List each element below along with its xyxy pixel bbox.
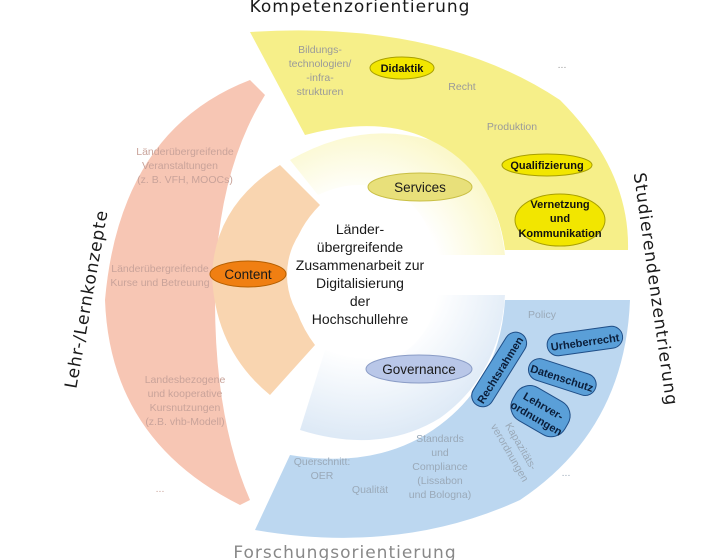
yellow-faint-bildung: Bildungs- technologien/ -infra- struktur… <box>289 44 352 98</box>
svg-text:Vernetzung: Vernetzung <box>530 199 589 211</box>
svg-text:-infra-: -infra- <box>306 72 334 84</box>
governance-pill: Governance <box>365 354 473 384</box>
policy-label: Policy <box>528 309 557 321</box>
center-text: Länder- übergreifende Zusammenarbeit zur… <box>296 221 425 327</box>
vernetzung-pill: Vernetzung und Kommunikation <box>514 193 606 247</box>
svg-text:(Lissabon: (Lissabon <box>417 475 463 487</box>
svg-text:Services: Services <box>394 180 446 195</box>
svg-text:Kommunikation: Kommunikation <box>518 228 601 240</box>
svg-text:Kursnutzungen: Kursnutzungen <box>150 402 221 414</box>
recht-label: Recht <box>448 81 476 93</box>
outer-label-bottom: Forschungsorientierung <box>233 543 456 560</box>
svg-text:strukturen: strukturen <box>297 86 344 98</box>
svg-text:Landesbezogene: Landesbezogene <box>145 374 226 386</box>
svg-text:Hochschullehre: Hochschullehre <box>312 311 409 327</box>
middle-sector-yellow <box>290 133 505 255</box>
svg-text:Content: Content <box>224 267 272 282</box>
center-circle <box>287 200 437 350</box>
svg-text:Compliance: Compliance <box>412 461 468 473</box>
svg-text:Querschnitt:: Querschnitt: <box>294 456 351 468</box>
querschnitt-label: Querschnitt: OER <box>294 456 351 482</box>
content-pill: Content <box>209 260 287 288</box>
outer-sector-pink <box>105 80 265 505</box>
services-pill: Services <box>367 172 473 202</box>
qualifizierung-pill: Qualifizierung <box>501 153 593 177</box>
svg-text:OER: OER <box>311 470 334 482</box>
svg-text:Qualifizierung: Qualifizierung <box>510 160 583 172</box>
outer-label-right: Studierendenzentrierung <box>629 171 682 407</box>
blue-dots: ... <box>562 467 571 479</box>
standards-label: Standards und Compliance (Lissabon und B… <box>409 433 471 501</box>
svg-text:Länder-: Länder- <box>336 221 385 237</box>
svg-text:und: und <box>431 447 449 459</box>
pink-landes: Landesbezogene und kooperative Kursnutzu… <box>145 374 226 428</box>
svg-text:Digitalisierung: Digitalisierung <box>316 275 404 291</box>
svg-text:Governance: Governance <box>382 362 456 377</box>
svg-text:Länderübergreifende: Länderübergreifende <box>136 146 234 158</box>
produktion-label: Produktion <box>487 121 537 133</box>
svg-text:(z. B. VFH, MOOCs): (z. B. VFH, MOOCs) <box>137 174 233 186</box>
svg-text:Länderübergreifende: Länderübergreifende <box>111 263 209 275</box>
svg-text:der: der <box>350 293 371 309</box>
svg-text:und: und <box>550 213 570 225</box>
outer-label-left: Lehr-/Lernkonzepte <box>62 208 113 390</box>
pink-veranstaltungen: Länderübergreifende Veranstaltungen (z. … <box>136 146 234 186</box>
urheberrecht-pill: Urheberrecht <box>546 325 624 357</box>
svg-text:Kurse und Betreuung: Kurse und Betreuung <box>110 277 209 289</box>
svg-text:(z.B. vhb-Modell): (z.B. vhb-Modell) <box>145 416 224 428</box>
svg-text:und Bologna): und Bologna) <box>409 489 471 501</box>
yellow-dots: ... <box>558 59 567 71</box>
svg-text:und kooperative: und kooperative <box>148 388 223 400</box>
pink-dots: ... <box>156 483 165 495</box>
svg-text:Standards: Standards <box>416 433 464 445</box>
svg-text:übergreifende: übergreifende <box>317 239 404 255</box>
outer-label-top: Kompetenzorientierung <box>250 0 471 17</box>
qualitaet-label: Qualität <box>352 484 388 496</box>
svg-text:technologien/: technologien/ <box>289 58 352 70</box>
outer-sector-yellow <box>250 30 629 250</box>
didaktik-pill: Didaktik <box>369 56 435 80</box>
pink-kurse: Länderübergreifende Kurse und Betreuung <box>110 263 209 289</box>
svg-text:Bildungs-: Bildungs- <box>298 44 342 56</box>
svg-text:Veranstaltungen: Veranstaltungen <box>142 160 218 172</box>
svg-text:Zusammenarbeit zur: Zusammenarbeit zur <box>296 257 425 273</box>
svg-text:Didaktik: Didaktik <box>381 63 425 75</box>
